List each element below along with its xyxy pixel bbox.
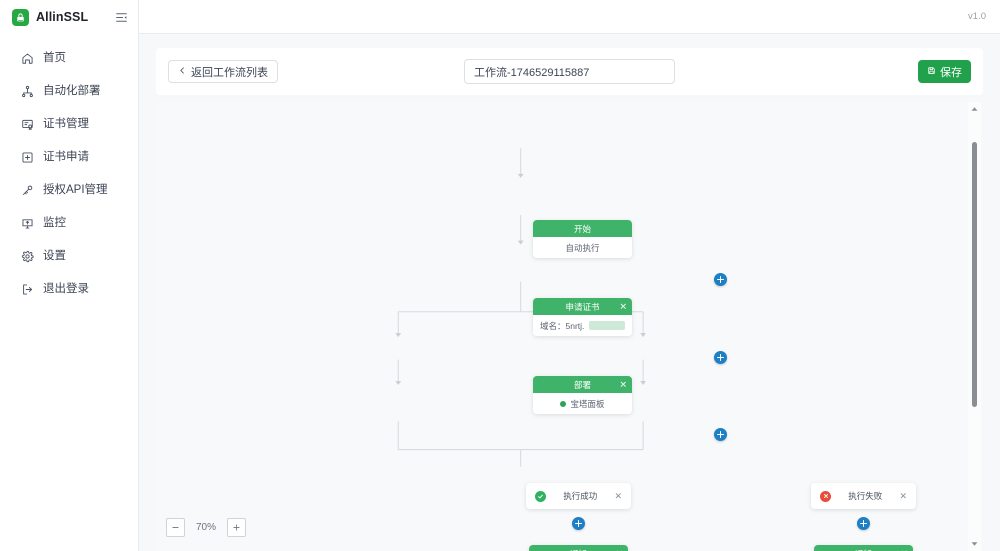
sidebar-item-label: 证书管理 bbox=[43, 117, 89, 130]
sidebar-item-cert-apply[interactable]: 证书申请 bbox=[0, 141, 138, 174]
sidebar-collapse-icon[interactable] bbox=[114, 10, 128, 24]
workflow-canvas[interactable]: 开始 自动执行 申请证书 ✕ 域名：5n bbox=[156, 102, 983, 551]
node-header: 申请证书 ✕ bbox=[533, 298, 632, 315]
zoom-in-button[interactable] bbox=[227, 518, 246, 537]
plus-square-icon bbox=[20, 151, 34, 165]
version-label: v1.0 bbox=[968, 11, 986, 22]
canvas-vertical-scrollbar[interactable] bbox=[968, 102, 981, 551]
brand-name: AllinSSL bbox=[36, 10, 89, 24]
content: 返回工作流列表 保存 bbox=[139, 34, 1000, 551]
bt-panel-icon bbox=[560, 400, 567, 407]
flow-node-notify-success[interactable]: 通知 ✕ mail bbox=[529, 545, 628, 551]
back-to-workflow-list-button[interactable]: 返回工作流列表 bbox=[168, 60, 278, 83]
sidebar-item-api-auth[interactable]: 授权API管理 bbox=[0, 174, 138, 207]
sidebar-item-logout[interactable]: 退出登录 bbox=[0, 273, 138, 306]
workflow-toolbar: 返回工作流列表 保存 bbox=[156, 48, 983, 95]
scrollbar-thumb[interactable] bbox=[972, 142, 977, 407]
save-icon bbox=[927, 66, 936, 78]
close-icon[interactable]: ✕ bbox=[615, 549, 623, 551]
close-icon[interactable]: ✕ bbox=[614, 490, 622, 501]
sidebar-item-label: 退出登录 bbox=[43, 282, 89, 295]
node-header: 通知 ✕ bbox=[814, 545, 913, 551]
sidebar-item-monitor[interactable]: 监控 bbox=[0, 207, 138, 240]
logout-icon bbox=[20, 283, 34, 297]
key-icon bbox=[20, 184, 34, 198]
sidebar-nav: 首页 自动化部署 bbox=[0, 34, 138, 306]
sidebar-item-label: 证书申请 bbox=[43, 150, 89, 163]
node-header: 通知 ✕ bbox=[529, 545, 628, 551]
add-node-button[interactable] bbox=[714, 428, 727, 441]
sidebar-item-home[interactable]: 首页 bbox=[0, 42, 138, 75]
node-title: 执行成功 bbox=[563, 491, 598, 501]
redacted-domain bbox=[589, 321, 625, 330]
node-title: 申请证书 bbox=[565, 301, 600, 312]
zoom-controls: 70% bbox=[166, 518, 246, 537]
add-node-button[interactable] bbox=[714, 273, 727, 286]
flow-node-apply-cert[interactable]: 申请证书 ✕ 域名：5nrtj. bbox=[533, 298, 632, 336]
zoom-level-label: 70% bbox=[195, 522, 216, 533]
flow-node-start[interactable]: 开始 自动执行 bbox=[533, 220, 632, 258]
node-title: 通知 bbox=[570, 548, 587, 551]
flow-node-exec-success[interactable]: 执行成功 ✕ bbox=[526, 483, 631, 509]
back-button-label: 返回工作流列表 bbox=[191, 66, 268, 79]
main-area: v1.0 返回工作流列表 bbox=[139, 0, 1000, 551]
gear-icon bbox=[20, 250, 34, 264]
sidebar-item-label: 首页 bbox=[43, 51, 66, 64]
lock-icon bbox=[12, 8, 29, 26]
zoom-out-button[interactable] bbox=[166, 518, 185, 537]
home-icon bbox=[20, 52, 34, 66]
scroll-down-arrow-icon[interactable] bbox=[971, 537, 978, 551]
brand: AllinSSL bbox=[0, 0, 138, 34]
add-node-button[interactable] bbox=[572, 517, 585, 530]
sidebar-item-settings[interactable]: 设置 bbox=[0, 240, 138, 273]
flow-node-deploy[interactable]: 部署 ✕ 宝塔面板 bbox=[533, 376, 632, 414]
topbar: v1.0 bbox=[139, 0, 1000, 34]
close-icon[interactable]: ✕ bbox=[899, 490, 907, 501]
node-body: 域名：5nrtj. bbox=[533, 315, 632, 336]
node-title: 开始 bbox=[573, 223, 591, 234]
close-icon[interactable]: ✕ bbox=[900, 549, 908, 551]
sidebar-item-label: 设置 bbox=[43, 249, 66, 262]
sidebar-item-auto-deploy[interactable]: 自动化部署 bbox=[0, 75, 138, 108]
scrollbar-track[interactable] bbox=[968, 116, 981, 537]
node-body: 自动执行 bbox=[533, 237, 632, 258]
node-title: 执行失败 bbox=[848, 491, 883, 501]
scroll-up-arrow-icon[interactable] bbox=[971, 102, 978, 116]
sidebar-item-label: 授权API管理 bbox=[43, 183, 108, 196]
node-header: 部署 ✕ bbox=[533, 376, 632, 393]
check-circle-icon bbox=[535, 490, 546, 502]
workflow-name-input[interactable] bbox=[464, 59, 675, 84]
node-subtitle: 自动执行 bbox=[565, 242, 600, 253]
node-body: 宝塔面板 bbox=[533, 393, 632, 414]
arrow-left-icon bbox=[178, 66, 187, 78]
sitemap-icon bbox=[20, 85, 34, 99]
node-title: 部署 bbox=[573, 379, 591, 390]
flow-node-exec-fail[interactable]: 执行失败 ✕ bbox=[811, 483, 916, 509]
sidebar-item-label: 自动化部署 bbox=[43, 84, 101, 97]
add-node-button[interactable] bbox=[857, 517, 870, 530]
save-button-label: 保存 bbox=[940, 66, 962, 79]
close-circle-icon bbox=[820, 490, 831, 502]
workflow-name-wrap bbox=[156, 59, 983, 84]
monitor-icon bbox=[20, 217, 34, 231]
node-header: 开始 bbox=[533, 220, 632, 237]
add-node-button[interactable] bbox=[714, 351, 727, 364]
sidebar: AllinSSL 首页 bbox=[0, 0, 139, 551]
close-icon[interactable]: ✕ bbox=[619, 379, 627, 389]
flow-connectors bbox=[395, 148, 647, 467]
node-subtitle: 宝塔面板 bbox=[570, 398, 605, 409]
certificate-icon bbox=[20, 118, 34, 132]
close-icon[interactable]: ✕ bbox=[619, 301, 627, 311]
sidebar-item-cert-manage[interactable]: 证书管理 bbox=[0, 108, 138, 141]
save-button[interactable]: 保存 bbox=[918, 60, 971, 83]
sidebar-item-label: 监控 bbox=[43, 216, 66, 229]
node-subtitle: 域名：5nrtj. bbox=[540, 320, 585, 331]
flow-layer: 开始 自动执行 申请证书 ✕ 域名：5n bbox=[156, 102, 983, 551]
flow-node-notify-fail[interactable]: 通知 ✕ mail bbox=[814, 545, 913, 551]
node-title: 通知 bbox=[855, 548, 872, 551]
